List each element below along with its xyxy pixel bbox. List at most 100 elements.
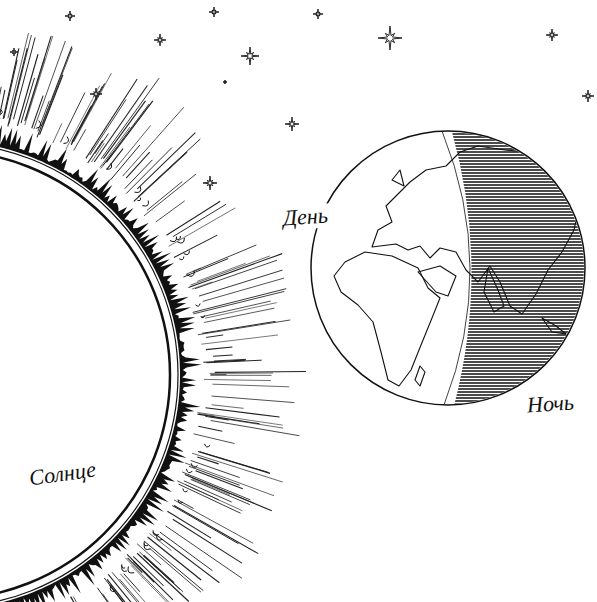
night-hatch (430, 286, 590, 287)
sun-ray (184, 481, 232, 502)
night-hatch (430, 148, 590, 149)
sun-ray (25, 36, 51, 121)
sun-wisp (135, 187, 141, 193)
sun-ray (201, 335, 278, 344)
sun-ray (178, 484, 240, 513)
night-hatch (430, 145, 590, 146)
continent-outline (415, 366, 425, 386)
sun-ray (4, 60, 17, 118)
caption-label: Ночь (523, 390, 577, 418)
earth-disc (311, 131, 585, 405)
sun-ray (150, 549, 201, 592)
sun-ray (102, 594, 149, 602)
sun-ray (204, 308, 274, 322)
sun-ray (195, 260, 277, 288)
night-hatch (430, 364, 590, 365)
sun-wisp (157, 535, 163, 540)
night-hatch (430, 223, 590, 224)
night-hatch (430, 214, 590, 215)
sun-wisp (122, 566, 127, 571)
night-hatch (430, 172, 590, 173)
night-hatch (430, 169, 590, 170)
sun-ray (104, 578, 128, 602)
night-hatch (430, 175, 590, 176)
terminator (442, 131, 470, 405)
sun-ray (198, 451, 270, 473)
night-shading (430, 131, 590, 404)
night-hatch (430, 247, 590, 248)
sun-ray (21, 78, 34, 123)
night-hatch (430, 313, 590, 314)
night-hatch (430, 367, 590, 368)
night-hatch (430, 184, 590, 185)
night-hatch (430, 235, 590, 236)
continent-outline (334, 252, 440, 386)
night-hatch (430, 154, 590, 155)
sun-ray (202, 321, 275, 333)
sun-ray (156, 201, 185, 222)
sun-wisp (128, 566, 134, 573)
night-hatch (430, 193, 590, 194)
night-hatch (430, 238, 590, 239)
star (154, 34, 166, 46)
night-hatch (430, 211, 590, 212)
night-hatch (430, 232, 590, 233)
sun-wisp (144, 544, 150, 550)
sun-ray (0, 87, 1, 125)
sun-wisp (179, 256, 184, 259)
sun-ray (128, 558, 143, 573)
star (223, 80, 227, 84)
sun-ray (74, 73, 112, 142)
sun-ray (148, 537, 202, 580)
sun-ray (212, 405, 244, 409)
continent-outline (542, 318, 566, 334)
night-hatch (430, 310, 590, 311)
sun-ray (174, 505, 258, 553)
sun-wisp (63, 137, 68, 144)
sun-wisp (183, 488, 188, 491)
night-hatch (430, 202, 590, 203)
sun-ray (125, 160, 153, 189)
sun-ray (125, 558, 169, 602)
night-hatch (430, 199, 590, 200)
sun-wisp (36, 121, 41, 129)
night-hatch (430, 208, 590, 209)
sun-ray (73, 597, 106, 602)
night-hatch (430, 160, 590, 161)
sun-ray (134, 152, 187, 201)
night-hatch (430, 379, 590, 380)
sun-ray (138, 139, 200, 197)
sun-ray (183, 259, 228, 277)
sun-ray (101, 153, 112, 168)
night-hatch (430, 133, 590, 134)
continent-outline (372, 146, 580, 314)
star (90, 88, 102, 100)
sun-ray (71, 86, 102, 144)
night-hatch (430, 307, 590, 308)
sun-wisp (137, 198, 140, 201)
night-hatch (430, 259, 590, 260)
caption-label: День (279, 203, 331, 231)
sun-illustration (0, 17, 306, 602)
sun-ray (53, 123, 62, 143)
sun-ray (103, 101, 145, 159)
night-hatch (430, 139, 590, 140)
sun-ray (193, 245, 256, 272)
night-hatch (430, 268, 590, 269)
sun-ray (133, 561, 154, 582)
night-hatch (430, 265, 590, 266)
sun-ray (8, 33, 29, 118)
night-hatch (430, 220, 590, 221)
sun-ray (147, 182, 182, 211)
sun-rim (0, 143, 178, 602)
sun-wisp (106, 163, 111, 169)
sun-ray (185, 475, 272, 511)
continent-outline (418, 266, 456, 296)
star (241, 47, 259, 65)
night-hatch (430, 277, 590, 278)
sun-wisp (170, 237, 177, 242)
sun-ray (198, 426, 222, 431)
sun-wisp (110, 586, 115, 592)
night-hatch (430, 331, 590, 332)
